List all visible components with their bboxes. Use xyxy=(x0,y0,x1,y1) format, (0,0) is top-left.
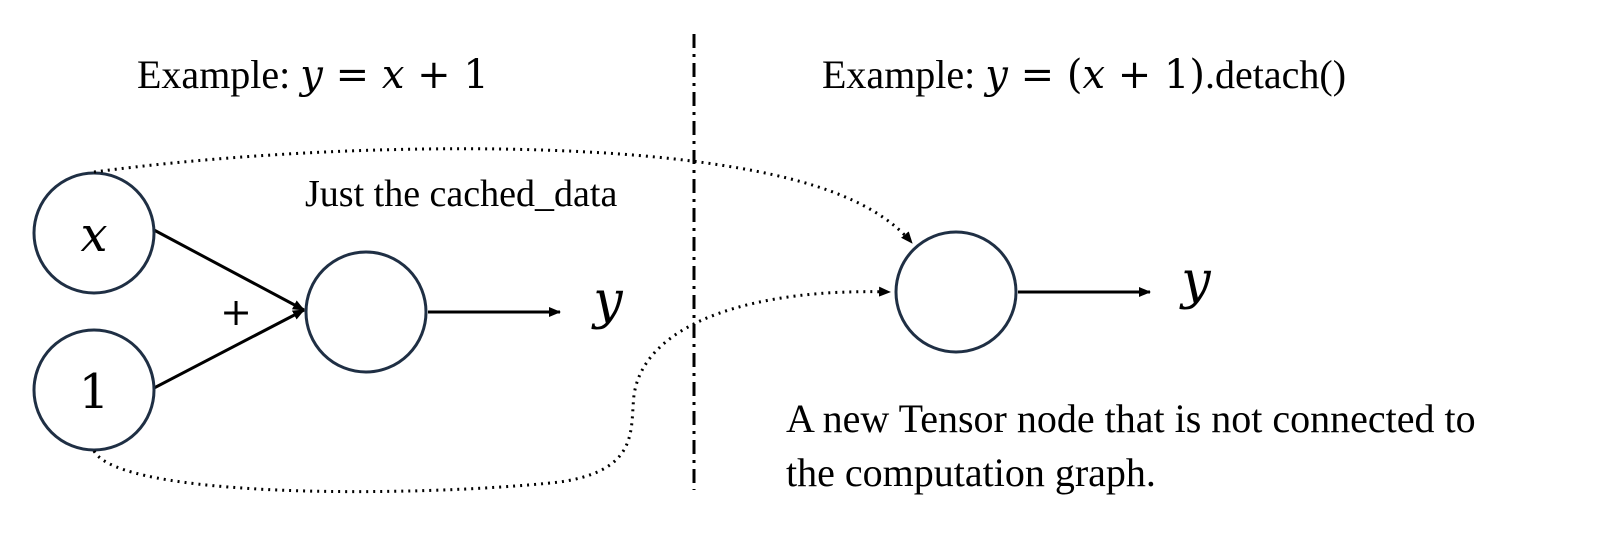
edge-one-to-sum xyxy=(153,308,305,390)
cached-data-label: Just the cached_data xyxy=(305,173,617,215)
left-output-y: y xyxy=(591,271,623,331)
node-detached xyxy=(894,230,1018,354)
edge-x-to-sum xyxy=(153,228,305,312)
operator-plus: + xyxy=(220,290,252,334)
node-sum xyxy=(304,250,428,374)
right-title: Example: y = (x + 1).detach() xyxy=(822,52,1346,98)
node-x xyxy=(32,171,156,295)
detached-caption-line1: A new Tensor node that is not connected … xyxy=(786,396,1476,441)
left-title: Example: y = x + 1 xyxy=(137,52,489,98)
right-output-y: y xyxy=(1179,251,1211,311)
node-one-label: 1 xyxy=(79,364,110,420)
detached-caption-line2: the computation graph. xyxy=(786,450,1156,495)
node-x-label: x xyxy=(80,207,107,263)
node-one xyxy=(32,328,156,452)
dotted-link-one-to-detached xyxy=(92,286,891,494)
